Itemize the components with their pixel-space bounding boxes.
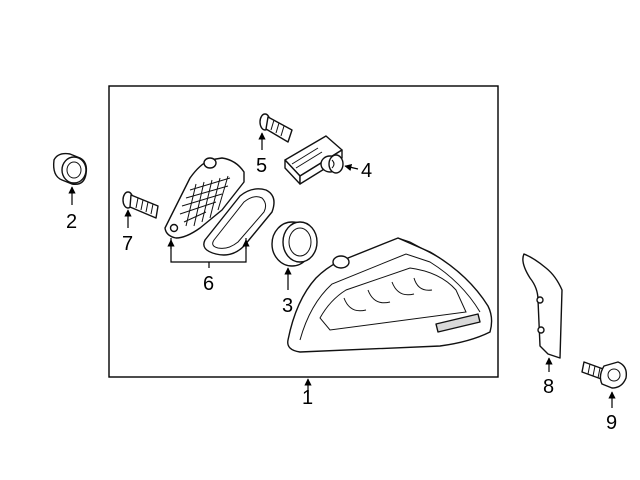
bolt-part-left[interactable] [122,191,159,219]
callout-9: 9 [606,412,617,434]
assembly-frame [108,85,499,378]
grommet-part[interactable] [52,152,88,185]
screw-part[interactable] [259,113,293,143]
callout-3: 3 [282,295,293,317]
leader-4 [344,163,359,171]
socket-bulb-part[interactable] [284,135,344,185]
callout-5: 5 [256,155,267,177]
seal-ring-part[interactable] [271,221,318,267]
leader-6-bracket [167,238,250,268]
lamp-housing-panel[interactable] [164,157,245,239]
gasket-part[interactable] [203,188,275,256]
callout-6: 6 [203,273,214,295]
callout-8: 8 [543,376,554,398]
callout-2: 2 [66,211,77,233]
tail-lamp-lens[interactable] [287,237,493,353]
callout-7: 7 [122,233,133,255]
callout-1: 1 [302,387,313,409]
callout-4: 4 [361,160,372,182]
bolt-part-right[interactable] [581,361,628,389]
bracket-part[interactable] [522,253,563,359]
